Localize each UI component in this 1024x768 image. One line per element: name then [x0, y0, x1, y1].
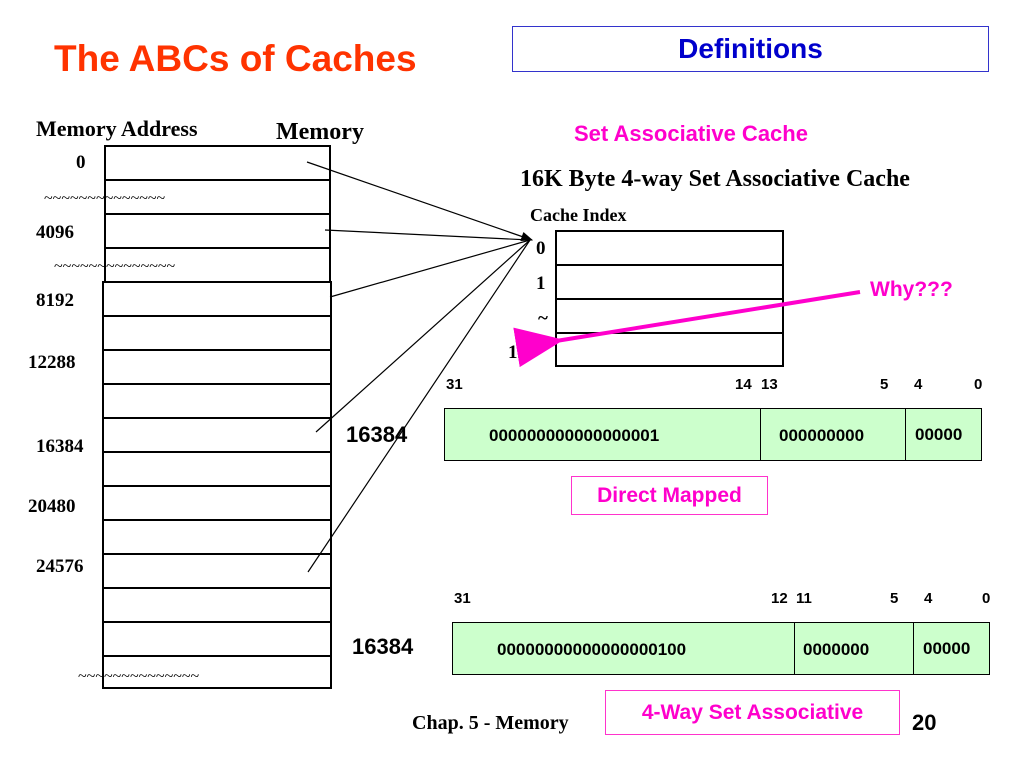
memory-line	[104, 419, 330, 453]
field-divider	[760, 409, 761, 460]
memory-line	[106, 215, 329, 249]
mapping-line-16384	[315, 239, 531, 433]
dm-tag-field: 000000000000000001	[489, 426, 660, 445]
dm-bit-31: 31	[446, 376, 463, 393]
address-label-16384: 16384	[36, 436, 84, 457]
cache-index-label: Cache Index	[530, 205, 627, 225]
memory-block-main	[102, 281, 332, 689]
address-label-20480: 20480	[28, 496, 76, 517]
cache-row	[557, 266, 782, 300]
slide-title: The ABCs of Caches	[54, 38, 417, 79]
address-ellipsis-2: ~~~~~~~~~~~~~~	[54, 258, 176, 275]
dm-address-field: 000000000000000001 000000000 00000	[444, 408, 982, 461]
cache-heading: Set Associative Cache	[574, 121, 808, 146]
why-arrow	[513, 290, 861, 368]
fw-bit-31: 31	[454, 590, 471, 607]
dm-bit-5: 5	[880, 376, 889, 393]
memory-address-header: Memory Address	[36, 116, 198, 141]
dm-address: 16384	[346, 422, 408, 447]
footer-chapter: Chap. 5 - Memory	[412, 712, 569, 734]
dm-bit-13: 13	[761, 376, 778, 393]
memory-line	[104, 487, 330, 521]
cache-index-1: 1	[536, 273, 546, 294]
dm-bit-14: 14	[735, 376, 752, 393]
address-label-24576: 24576	[36, 556, 84, 577]
cache-subheading: 16K Byte 4-way Set Associative Cache	[520, 166, 910, 192]
memory-line	[104, 623, 330, 657]
dm-offset-field: 00000	[915, 425, 963, 444]
field-divider	[913, 623, 914, 674]
memory-line	[104, 555, 330, 589]
fw-bit-5: 5	[890, 590, 899, 607]
why-note: Why???	[870, 278, 953, 301]
memory-line	[104, 317, 330, 351]
memory-line	[104, 351, 330, 385]
fw-address: 16384	[352, 634, 414, 659]
fw-bit-4: 4	[924, 590, 933, 607]
cache-row	[557, 232, 782, 266]
memory-line	[104, 385, 330, 419]
memory-header: Memory	[276, 119, 364, 145]
four-way-label: 4-Way Set Associative	[605, 690, 900, 735]
cache-row	[557, 300, 782, 334]
fw-tag-field: 00000000000000000100	[497, 640, 687, 659]
page-number: 20	[912, 710, 937, 735]
fw-bit-0: 0	[982, 590, 991, 607]
mapping-line-0	[306, 161, 534, 241]
address-ellipsis-3: ~~~~~~~~~~~~~~	[78, 668, 200, 685]
dm-bit-0: 0	[974, 376, 983, 393]
fw-bit-11: 11	[796, 590, 812, 607]
cache-index-ellipsis: ~	[538, 308, 548, 329]
dm-index-field: 000000000	[779, 426, 865, 445]
mapping-line-24576	[307, 239, 531, 573]
memory-line	[104, 521, 330, 555]
mapping-line-4096	[324, 229, 531, 241]
memory-line	[104, 589, 330, 623]
address-label-4096: 4096	[36, 222, 74, 243]
fw-index-field: 0000000	[803, 640, 870, 659]
mapping-line-8192	[329, 239, 531, 298]
fw-address-field: 00000000000000000100 0000000 00000	[452, 622, 990, 675]
memory-line	[104, 283, 330, 317]
field-divider	[794, 623, 795, 674]
cache-index-0: 0	[536, 238, 546, 259]
field-divider	[905, 409, 906, 460]
cache-table	[555, 230, 784, 367]
address-label-8192: 8192	[36, 290, 74, 311]
address-label-12288: 12288	[28, 352, 76, 373]
definitions-header: Definitions	[512, 26, 989, 72]
memory-line	[106, 181, 329, 215]
fw-bit-12: 12	[771, 590, 788, 607]
memory-line	[106, 147, 329, 181]
memory-line	[104, 453, 330, 487]
fw-offset-field: 00000	[923, 639, 971, 658]
direct-mapped-label: Direct Mapped	[571, 476, 768, 515]
address-label-0: 0	[76, 152, 86, 173]
dm-bit-4: 4	[914, 376, 923, 393]
